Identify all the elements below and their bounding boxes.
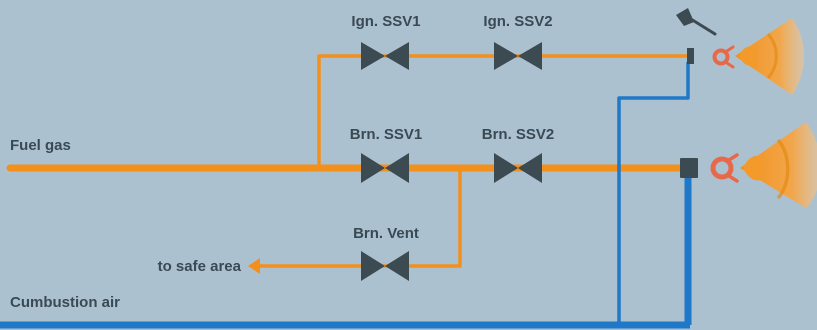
- label-brn-ssv2: Brn. SSV2: [482, 126, 555, 143]
- valve-icon[interactable]: [494, 42, 542, 70]
- valve-icon[interactable]: [494, 153, 542, 183]
- valve-icon[interactable]: [361, 42, 409, 70]
- valve-icon[interactable]: [361, 251, 409, 281]
- valve-icon[interactable]: [361, 153, 409, 183]
- burner-icon: [712, 45, 735, 69]
- label-ign-ssv1: Ign. SSV1: [351, 13, 420, 30]
- igniter-air-line: [617, 62, 690, 325]
- igniter-icon: [676, 8, 717, 36]
- burner-icon: [710, 153, 739, 183]
- label-combustion-air: Cumbustion air: [10, 294, 120, 311]
- label-fuel-gas: Fuel gas: [10, 137, 71, 154]
- arrow-left-icon: [248, 258, 260, 274]
- flame-icon: [735, 18, 804, 95]
- label-brn-ssv1: Brn. SSV1: [350, 126, 423, 143]
- igniter-nozzle-cap: [687, 48, 694, 64]
- label-ign-ssv2: Ign. SSV2: [483, 13, 552, 30]
- vent-branch-line: [252, 166, 462, 268]
- igniter-fuel-branch: [317, 54, 692, 170]
- flame-icon: [740, 122, 817, 208]
- label-to-safe-area: to safe area: [158, 258, 242, 275]
- combustion-air-piping: [0, 62, 692, 329]
- fuel-gas-piping: [6, 54, 692, 268]
- burner-nozzle-cap: [680, 158, 698, 178]
- label-brn-vent: Brn. Vent: [353, 225, 419, 242]
